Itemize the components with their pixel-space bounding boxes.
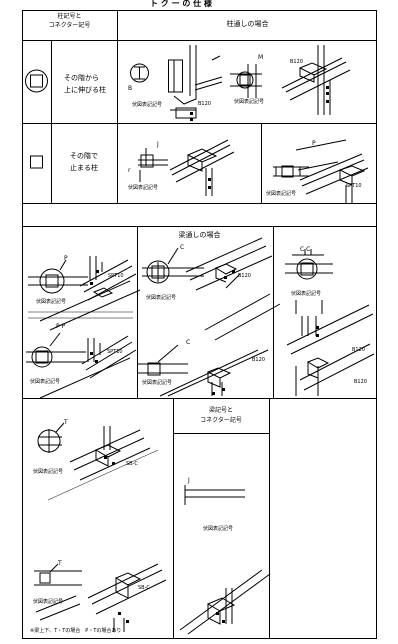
- label-j: J: [188, 477, 190, 484]
- plan-symbol-label: 伏図表記記号: [33, 599, 64, 605]
- label-m: M: [258, 54, 264, 61]
- plan-symbol-label: 伏図表記記号: [33, 469, 64, 475]
- plan-symbol-label: 伏図表記記号: [30, 379, 61, 385]
- label-b120: B120: [352, 347, 365, 353]
- label-b: B: [128, 85, 133, 92]
- table-frame: [22, 10, 377, 399]
- page-title: ト ク ー の 仕 様: [150, 0, 212, 8]
- plan-symbol-label: 伏図表記記号: [266, 191, 297, 197]
- label-spt10: SPT10: [107, 349, 123, 355]
- row-label-stop: その階で 止まる柱: [70, 152, 98, 172]
- label-b120: B120: [252, 357, 265, 363]
- label-sbc: SB-C: [138, 585, 150, 591]
- label-p: P: [312, 140, 316, 147]
- row-label-through: その階から 上に伸びる柱: [64, 74, 106, 94]
- label-r: r: [128, 167, 131, 174]
- label-c: C: [180, 244, 185, 251]
- plan-symbol-label: 伏図表記記号: [132, 102, 163, 108]
- column-stop-symbol: [30, 155, 43, 169]
- plan-symbol-label: 伏図表記記号: [203, 526, 234, 532]
- plan-symbol-label: 伏図表記記号: [36, 299, 67, 305]
- label-p: P: [64, 255, 68, 262]
- plan-symbol-label: 伏図表記記号: [128, 185, 159, 191]
- plan-symbol-label: 伏図表記記号: [234, 99, 265, 105]
- column-connector-header: 柱記号と コネクター記号: [48, 13, 91, 29]
- plan-symbol-label: 伏図表記記号: [291, 291, 322, 297]
- beam-connector-header: 梁記号と コネクター記号: [200, 407, 242, 424]
- label-b120: B120: [290, 59, 303, 65]
- label-b120: B120: [198, 101, 211, 107]
- plan-symbol-label: 伏図表記記号: [146, 295, 177, 301]
- label-b120: B120: [238, 273, 251, 279]
- label-c: C: [186, 339, 191, 346]
- column-through-section-title: 柱通しの場合: [226, 20, 269, 28]
- plan-symbol-label: 伏図表記記号: [142, 380, 173, 386]
- label-spt10: SPT10: [108, 273, 124, 279]
- label-cc: C C: [300, 246, 311, 253]
- label-sbc: SB-C: [126, 461, 138, 467]
- label-t: T: [58, 560, 62, 567]
- label-j: J: [157, 141, 159, 148]
- label-pp: P P: [56, 323, 66, 330]
- footnote: ※梁上下、T・Tの場合 P・Tの場合あり: [30, 628, 122, 634]
- label-spt10: SPT10: [346, 183, 362, 189]
- beam-through-section-title: 梁通しの場合: [178, 231, 221, 239]
- column-through-symbol: [25, 69, 48, 93]
- label-t: T: [64, 419, 68, 426]
- label-b120: B120: [354, 379, 367, 385]
- plan-symbol-circle: [130, 63, 149, 83]
